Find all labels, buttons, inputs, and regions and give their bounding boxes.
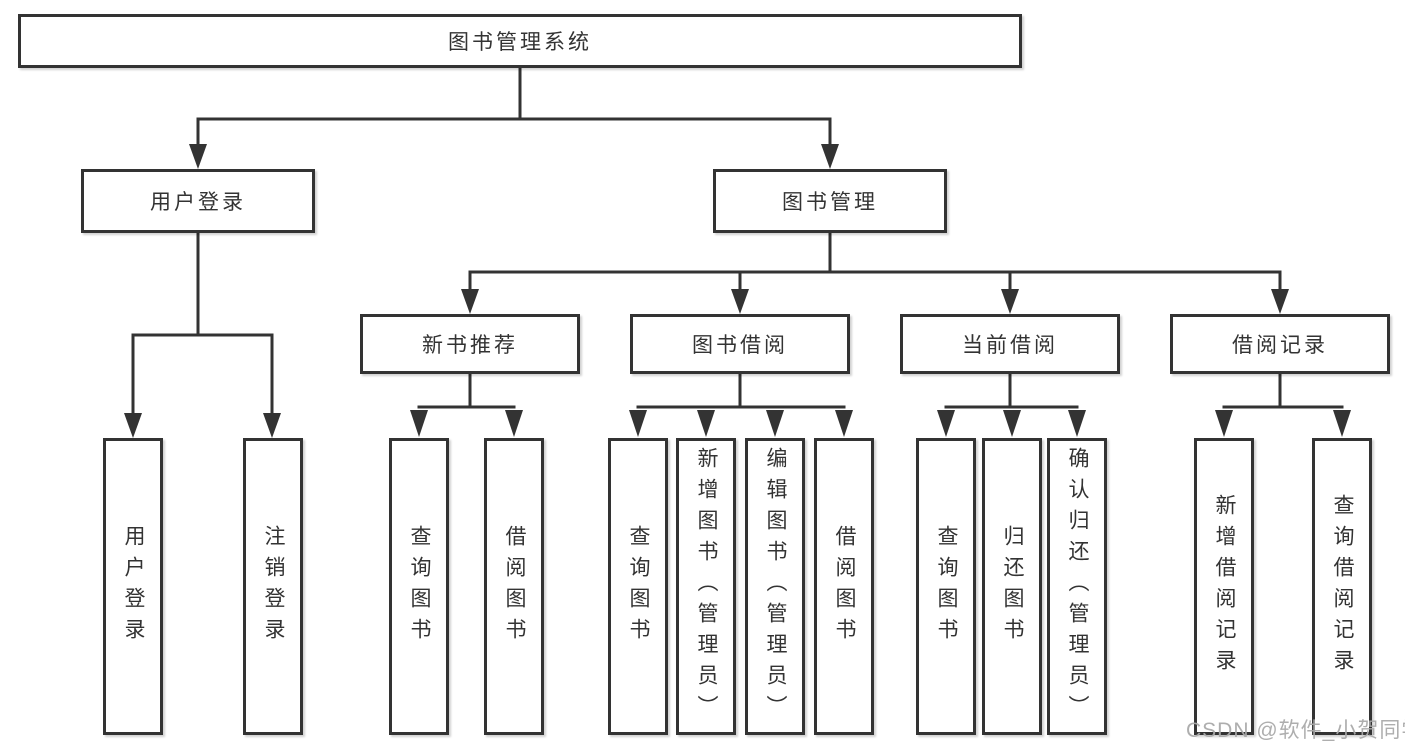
leaf-confirm-return-admin: 确认归还（管理员） xyxy=(1047,438,1107,735)
arrowhead-icon xyxy=(731,289,749,314)
node-book-borrow: 图书借阅 xyxy=(630,314,850,374)
leaf-query-books-current: 查询图书 xyxy=(916,438,976,735)
arrowhead-icon xyxy=(1215,410,1233,437)
leaf-edit-book-admin: 编辑图书（管理员） xyxy=(745,438,805,735)
leaf-add-book-admin: 新增图书（管理员） xyxy=(676,438,736,735)
arrowhead-icon xyxy=(124,413,142,438)
leaf-borrow-books-recommend: 借阅图书 xyxy=(484,438,544,735)
node-new-book-recommend: 新书推荐 xyxy=(360,314,580,374)
leaf-borrow-books: 借阅图书 xyxy=(814,438,874,735)
arrowhead-icon xyxy=(263,413,281,438)
leaf-query-books-recommend: 查询图书 xyxy=(389,438,449,735)
leaf-logout: 注销登录 xyxy=(243,438,303,735)
leaf-query-books-borrow: 查询图书 xyxy=(608,438,668,735)
arrowhead-icon xyxy=(1068,410,1086,437)
leaf-add-borrow-record: 新增借阅记录 xyxy=(1194,438,1254,735)
arrowhead-icon xyxy=(937,410,955,437)
leaf-user-login: 用户登录 xyxy=(103,438,163,735)
arrowhead-icon xyxy=(1271,289,1289,314)
node-borrow-records: 借阅记录 xyxy=(1170,314,1390,374)
node-library-management-system: 图书管理系统 xyxy=(18,14,1022,68)
arrowhead-icon xyxy=(766,410,784,437)
arrowhead-icon xyxy=(697,410,715,437)
node-book-management: 图书管理 xyxy=(713,169,947,233)
arrowhead-icon xyxy=(1333,410,1351,437)
node-current-borrow: 当前借阅 xyxy=(900,314,1120,374)
tree-edges xyxy=(131,66,1344,417)
arrowhead-icon xyxy=(410,410,428,437)
arrowhead-icon xyxy=(1001,289,1019,314)
leaf-query-borrow-record: 查询借阅记录 xyxy=(1312,438,1372,735)
leaf-return-books: 归还图书 xyxy=(982,438,1042,735)
arrowhead-icon xyxy=(505,410,523,437)
arrowhead-icon xyxy=(461,289,479,314)
arrowheads xyxy=(124,144,1351,438)
csdn-watermark: CSDN @软件_小贺同学 xyxy=(1186,719,1405,742)
arrowhead-icon xyxy=(835,410,853,437)
arrowhead-icon xyxy=(1003,410,1021,437)
arrowhead-icon xyxy=(189,144,207,169)
arrowhead-icon xyxy=(821,144,839,169)
node-user-login: 用户登录 xyxy=(81,169,315,233)
arrowhead-icon xyxy=(629,410,647,437)
